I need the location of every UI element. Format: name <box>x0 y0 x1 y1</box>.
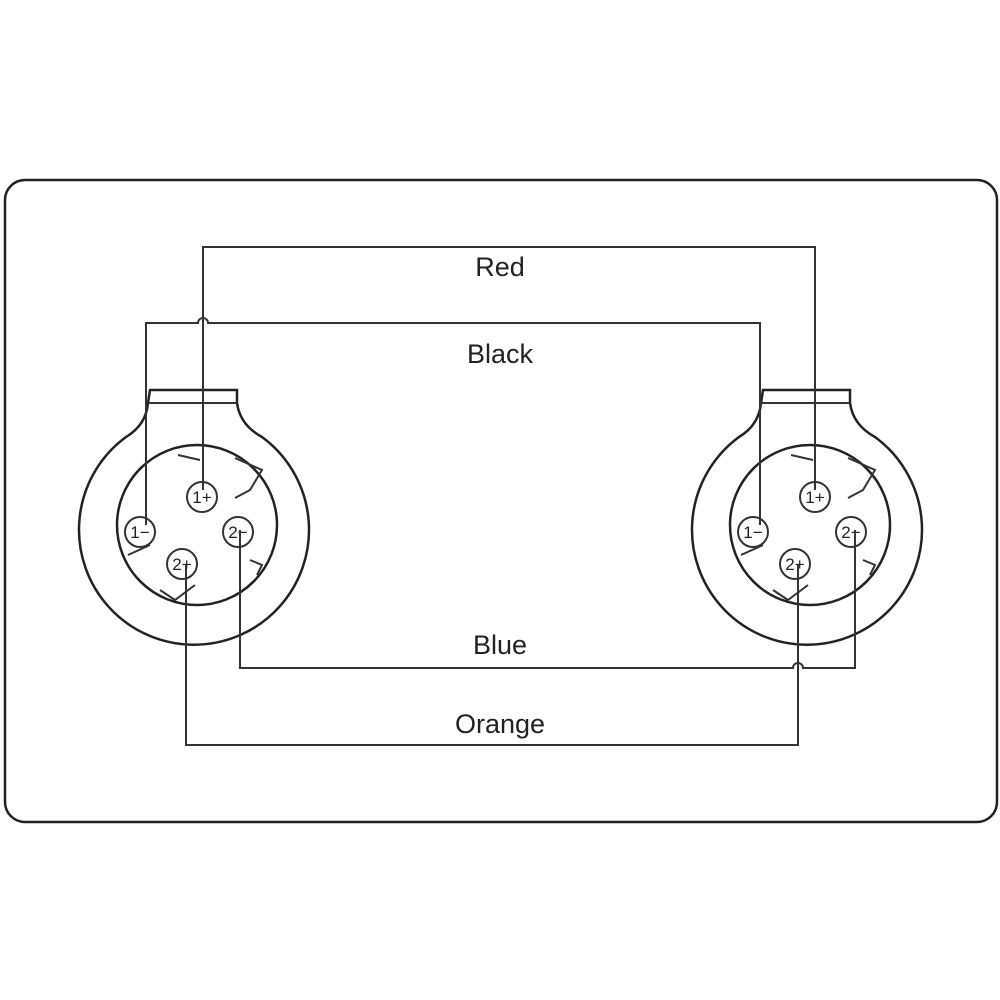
pin-2-minus-label: 2− <box>841 523 860 542</box>
connector-left: 1+ 1− 2− 2+ <box>77 388 311 646</box>
pin-1-plus-label: 1+ <box>805 488 824 507</box>
connector-insert <box>115 443 279 607</box>
connector-housing <box>690 388 924 646</box>
pin-2-plus-label: 2+ <box>172 555 191 574</box>
pin-1-minus-label: 1− <box>130 523 149 542</box>
wire-red <box>202 246 816 490</box>
connector-right: 1+ 1− 2− 2+ <box>690 388 924 646</box>
wire-black <box>145 317 761 525</box>
pin-1-plus-label: 1+ <box>192 488 211 507</box>
wire-label-red: Red <box>475 252 525 282</box>
wire-orange <box>185 565 799 746</box>
pin-1-minus-label: 1− <box>743 523 762 542</box>
pin-2-minus-label: 2− <box>228 523 247 542</box>
connector-insert <box>728 443 892 607</box>
wire-blue <box>239 530 856 669</box>
wire-label-blue: Blue <box>473 630 527 660</box>
wire-label-black: Black <box>467 339 534 369</box>
wire-label-orange: Orange <box>455 709 545 739</box>
connector-housing <box>77 388 311 646</box>
pin-2-plus-label: 2+ <box>785 555 804 574</box>
diagram-frame <box>3 178 999 824</box>
